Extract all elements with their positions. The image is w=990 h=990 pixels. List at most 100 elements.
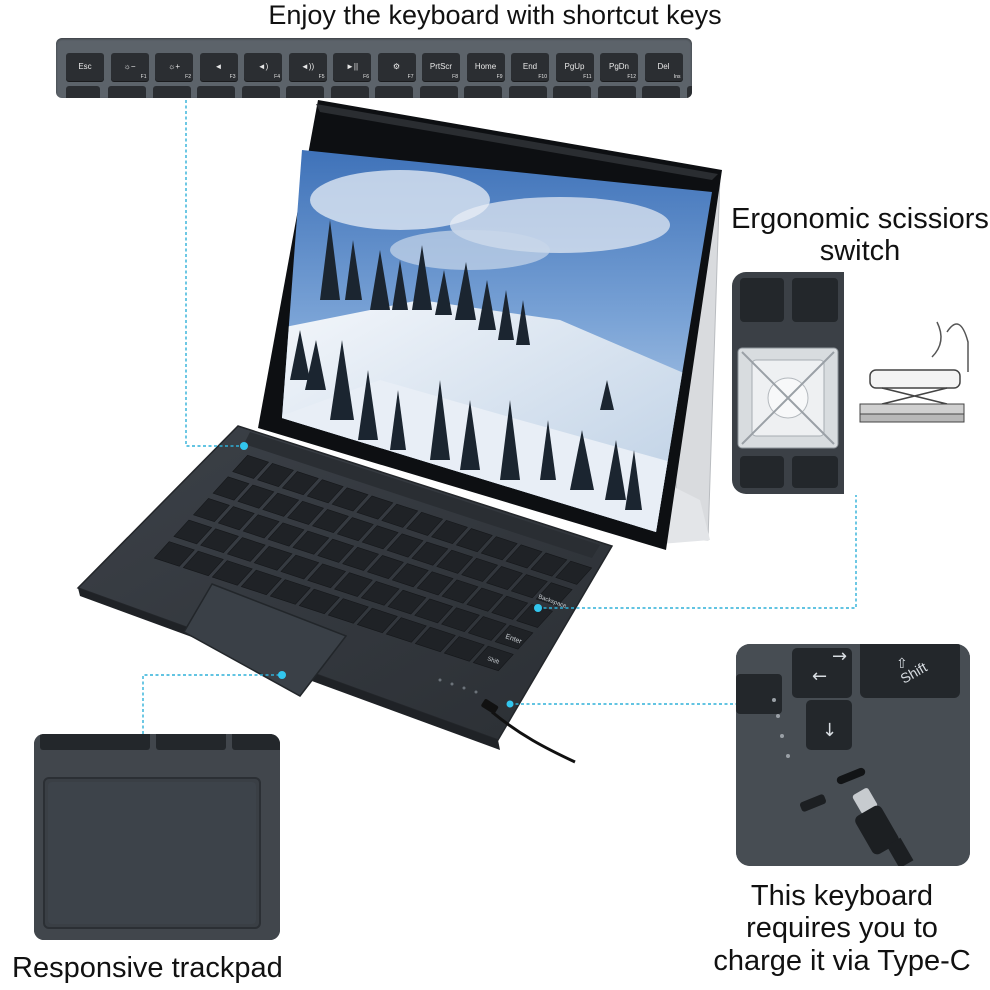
trackpad-image bbox=[34, 734, 280, 940]
type-c-cable bbox=[491, 710, 576, 764]
keyboard-key bbox=[480, 536, 518, 561]
fkey-sub-label: F7 bbox=[407, 74, 414, 80]
keyboard-key bbox=[342, 546, 379, 571]
fkey-sub-label: F10 bbox=[538, 74, 547, 80]
fkey-label: ☼− bbox=[123, 62, 136, 71]
main-trackpad bbox=[182, 583, 348, 697]
keyboard-key bbox=[281, 471, 319, 496]
keyboard-key bbox=[257, 463, 294, 487]
fkey-sub-label: F9 bbox=[496, 74, 503, 80]
key-row2-key bbox=[508, 86, 547, 98]
keyboard-keys bbox=[153, 454, 593, 672]
key-row2-key bbox=[686, 86, 692, 98]
trackpad-inset bbox=[34, 734, 280, 940]
fkey-0: Esc bbox=[66, 53, 104, 81]
fkey-label: PgUp bbox=[564, 62, 585, 71]
fkey-sub-label: F12 bbox=[627, 74, 636, 80]
keyboard-key bbox=[356, 495, 394, 520]
keyboard-key bbox=[431, 520, 468, 544]
keyboard-key bbox=[262, 492, 300, 517]
keyboard-key bbox=[406, 511, 444, 536]
keyboard-key bbox=[336, 517, 374, 542]
keyboard-key bbox=[253, 546, 293, 571]
fkey-sub-label: F4 bbox=[274, 74, 280, 80]
key-row2-key bbox=[597, 86, 636, 98]
fkey-sub-label: F2 bbox=[185, 74, 191, 80]
keyboard-key bbox=[411, 541, 449, 566]
keyboard-key bbox=[486, 566, 523, 591]
key-row2-key bbox=[464, 86, 502, 98]
tablet-screen bbox=[282, 150, 712, 532]
keyboard-key bbox=[386, 533, 424, 558]
fkey-label: ☼+ bbox=[167, 62, 180, 71]
fkey-label: ►|| bbox=[345, 62, 359, 71]
keyboard-key bbox=[381, 503, 419, 528]
keyboard-key bbox=[182, 550, 224, 577]
key-row2-key bbox=[108, 86, 146, 98]
keyboard-key bbox=[387, 589, 427, 615]
keyboard-key bbox=[331, 487, 369, 512]
fkey-3: ◄ F3 bbox=[199, 53, 238, 81]
keyboard-key bbox=[356, 607, 398, 634]
fkey-sub-label: F11 bbox=[583, 74, 592, 80]
keyboard-key bbox=[242, 514, 280, 539]
keyboard-key bbox=[494, 624, 534, 650]
keyboard-key bbox=[505, 544, 543, 569]
key-row2-key bbox=[152, 86, 191, 98]
keyboard-key bbox=[466, 587, 504, 612]
key-row2-key bbox=[286, 86, 324, 98]
keyboard-key bbox=[443, 636, 485, 662]
fkey-label: PrtScr bbox=[429, 62, 453, 71]
key-row2-rest bbox=[108, 86, 692, 98]
keyboard-key bbox=[173, 519, 213, 545]
keyboard-key bbox=[200, 528, 239, 554]
keyboard-key bbox=[360, 581, 400, 606]
keyboard-key bbox=[292, 530, 330, 555]
fkey-label: ◄)) bbox=[300, 62, 315, 71]
keyboard-key bbox=[240, 569, 282, 596]
caption-ergonomic-switch: Ergonomic scissiors switch bbox=[731, 203, 989, 268]
keyboard-key bbox=[287, 500, 325, 525]
keyboard-key bbox=[414, 626, 456, 653]
keyboard-key bbox=[535, 582, 573, 607]
leader-fkeys bbox=[185, 100, 244, 447]
keyboard-key bbox=[211, 560, 253, 586]
fkey-label: ◄ bbox=[214, 62, 223, 71]
fkey-sub-label: F8 bbox=[452, 74, 458, 80]
keyboard-key bbox=[530, 552, 568, 577]
caption-trackpad: Responsive trackpad bbox=[12, 952, 283, 984]
fkey-label: Del bbox=[657, 62, 670, 71]
keyboard-key bbox=[267, 522, 305, 547]
key-row2 bbox=[66, 86, 100, 98]
fkey-label: End bbox=[522, 62, 538, 71]
scissor-switch-image bbox=[732, 272, 972, 494]
keyboard-key bbox=[237, 484, 275, 509]
keyboard-key bbox=[414, 598, 454, 624]
key-row2-key bbox=[375, 86, 413, 98]
svg-text:↓: ↓ bbox=[822, 720, 837, 741]
fkey-5: ◄))F5 bbox=[288, 53, 327, 81]
keyboard-key bbox=[226, 537, 266, 562]
fkey-4: ◄)F4 bbox=[244, 53, 282, 81]
key-row2-key bbox=[642, 86, 680, 98]
keyboard-key bbox=[298, 588, 340, 615]
fkey-sub-label: F6 bbox=[363, 74, 369, 80]
keyboard-key bbox=[491, 595, 529, 620]
fkey-sub-label: F3 bbox=[229, 74, 236, 80]
key-row2-key bbox=[553, 86, 591, 98]
keyboard-key bbox=[306, 479, 344, 504]
keyboard-key bbox=[217, 506, 255, 531]
keyboard-key bbox=[334, 572, 373, 597]
fkey-label: Esc bbox=[78, 62, 92, 71]
svg-text:⇧: ⇧ bbox=[896, 656, 908, 672]
keyboard-key bbox=[472, 645, 514, 672]
fkey-label: Home bbox=[474, 62, 497, 71]
fkey-2: ☼+ F2 bbox=[155, 53, 193, 81]
keyboard-key bbox=[510, 574, 548, 599]
keyboard-key bbox=[441, 607, 480, 632]
key-row2-key bbox=[419, 86, 458, 98]
